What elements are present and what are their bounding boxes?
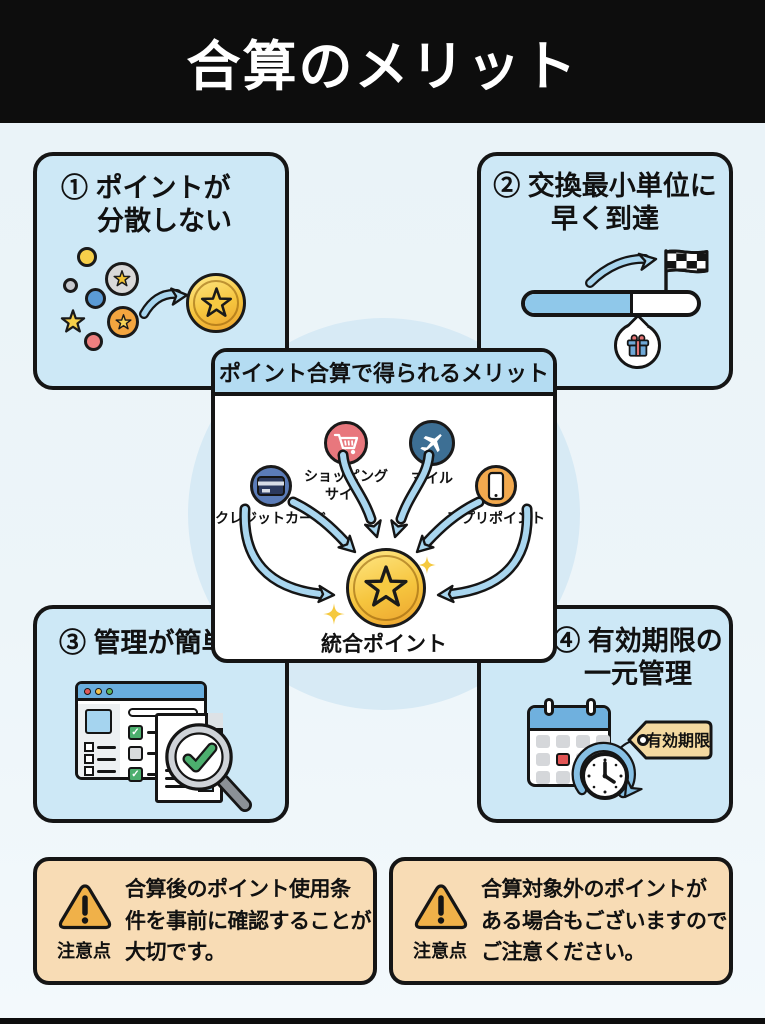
yellow-star-icon <box>60 309 86 333</box>
benefit-4-panel: ④ 有効期限の 一元管理 <box>477 605 733 823</box>
gift-icon <box>626 333 649 357</box>
note-badge: 注意点 <box>57 941 111 961</box>
note-panel-2: 注意点 合算対象外のポイントが ある場合もございますので ご注意ください。 <box>389 857 733 985</box>
expiry-tag-label: 有効期限 <box>646 731 711 750</box>
benefit-1-panel: ① ポイントが分散しない <box>33 152 289 390</box>
clock-refresh-icon <box>571 741 643 800</box>
center-panel-header: ポイント合算で得られるメリット <box>215 352 553 396</box>
note-text: 合算後のポイント使用条 件を事前に確認することが 大切です。 <box>125 878 372 964</box>
center-merge-panel: ポイント合算で得られるメリット クレジットカード ショッピング サイト マイル … <box>211 348 557 663</box>
small-blue-point-icon <box>85 288 106 309</box>
benefit-2-title: ② 交換最小単位に 早く到達 <box>493 171 717 234</box>
warning-triangle-icon <box>414 884 468 930</box>
progress-fill <box>525 294 634 313</box>
small-yellow-point-icon <box>77 247 97 267</box>
benefit-1-title-line1: ① ポイントが <box>61 173 231 203</box>
source-label-app-points: アプリポイント <box>447 510 545 526</box>
small-red-point-icon <box>84 332 103 351</box>
green-dot-icon <box>106 687 113 695</box>
note-text: 合算対象外のポイントが ある場合もございますので ご注意ください。 <box>481 878 728 964</box>
thumbnail-icon <box>85 709 112 734</box>
checked-checkbox-icon <box>128 725 143 740</box>
result-label: 統合ポイント <box>321 633 447 656</box>
star-icon <box>113 270 131 287</box>
benefit-1-title: ① ポイントが分散しない <box>61 172 232 238</box>
red-dot-icon <box>84 687 91 695</box>
silver-coin-icon <box>105 262 139 296</box>
airplane-icon <box>409 420 455 466</box>
orange-coin-icon <box>107 306 139 338</box>
expiry-date-marker <box>556 753 570 766</box>
warning-triangle-icon <box>58 884 112 930</box>
benefit-4-title: ④ 有効期限の 一元管理 <box>553 626 723 689</box>
gold-coin-star-icon <box>186 273 246 333</box>
progress-bar <box>521 290 701 317</box>
magnifier-check-icon <box>165 723 252 812</box>
converging-arrows-icon <box>239 449 533 604</box>
expiry-tag-icon: 有効期限 <box>627 720 713 760</box>
credit-card-icon <box>250 465 292 507</box>
benefit-3-panel: ③ 管理が簡単 <box>33 605 289 823</box>
benefit-3-title: ③ 管理が簡単 <box>59 628 229 658</box>
note-panel-1: 注意点 合算後のポイント使用条 件を事前に確認することが 大切です。 <box>33 857 377 985</box>
sparkle-icon <box>323 603 345 625</box>
gift-bubble <box>614 322 661 369</box>
benefit-1-title-line2: 分散しない <box>97 205 232 236</box>
header-bar: 合算のメリット <box>0 0 765 123</box>
benefit-2-panel: ② 交換最小単位に 早く到達 <box>477 152 733 390</box>
star-icon <box>114 313 132 329</box>
sparkle-icon <box>418 556 436 574</box>
unchecked-checkbox-icon <box>128 746 143 761</box>
progress-arrow-icon <box>585 252 658 288</box>
checked-checkbox-icon <box>128 767 143 782</box>
yellow-dot-icon <box>95 687 102 695</box>
merge-arrow-icon <box>139 287 189 319</box>
content-area: ① ポイントが分散しない ② 交換最小単位に 早く到達 <box>0 123 765 1018</box>
calendar-ring-icon <box>586 698 596 716</box>
note-badge: 注意点 <box>413 941 467 961</box>
calendar-ring-icon <box>544 698 554 716</box>
small-gray-point-icon <box>63 278 78 293</box>
browser-sidebar <box>78 704 120 777</box>
unified-gold-coin-icon <box>346 548 426 628</box>
star-icon <box>364 565 408 607</box>
browser-titlebar <box>78 684 204 701</box>
page-title: 合算のメリット <box>186 37 579 97</box>
star-icon <box>200 286 232 317</box>
